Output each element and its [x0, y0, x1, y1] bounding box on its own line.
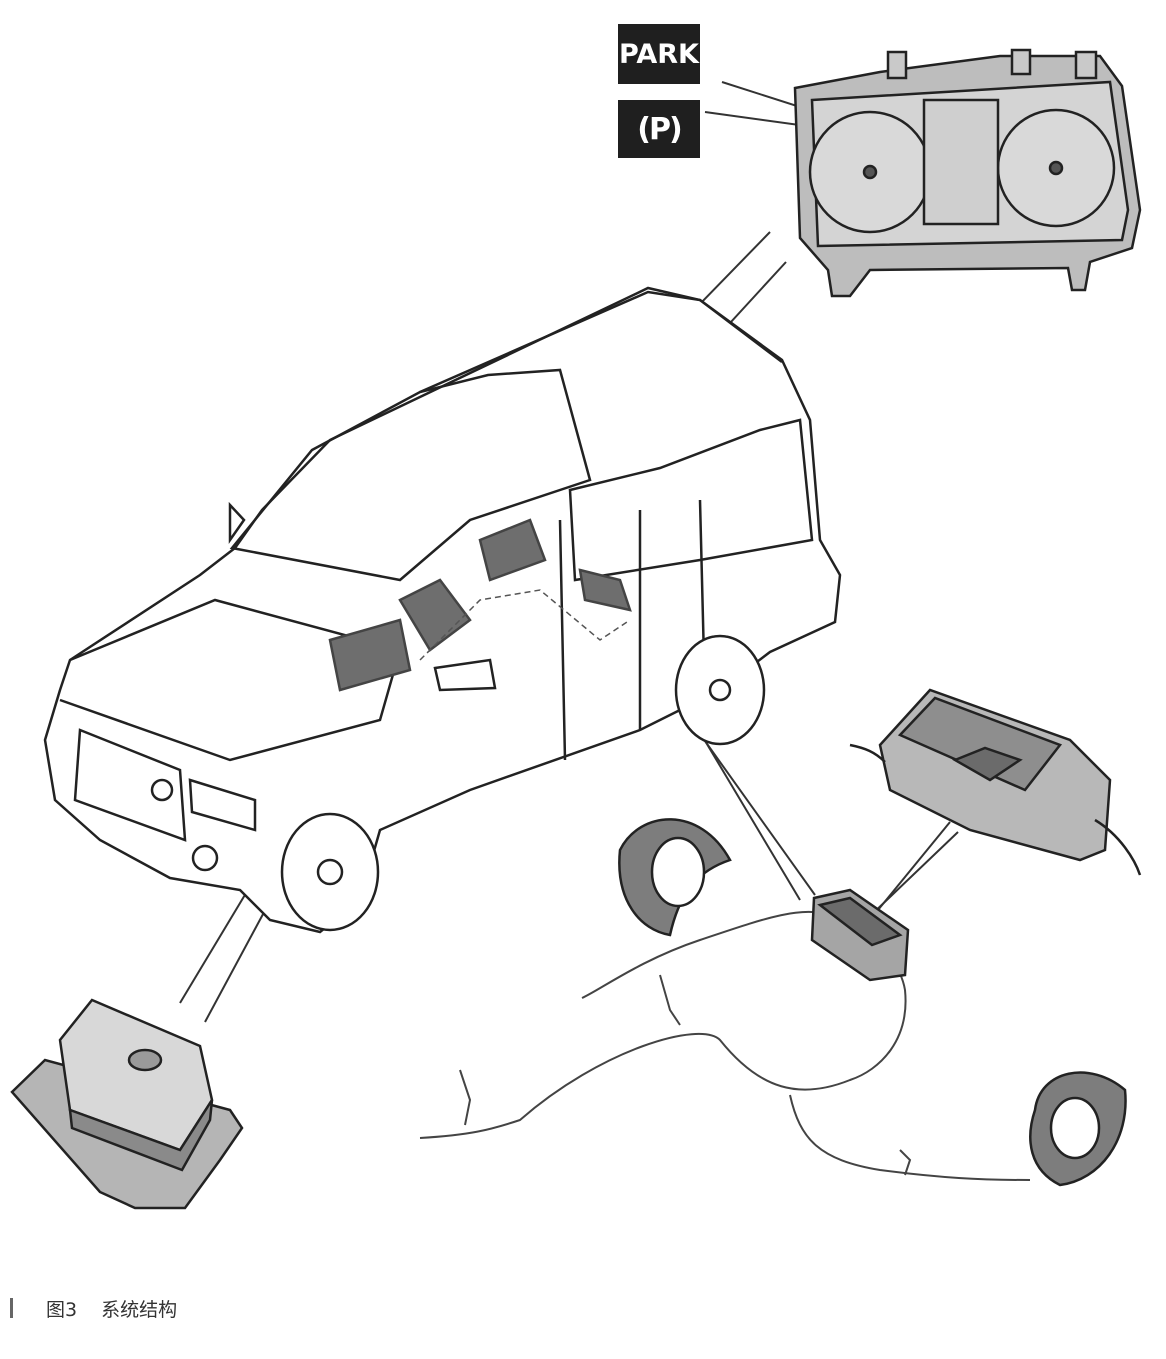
epb-switch: [10, 998, 244, 1210]
figure-caption: 图3 系统结构: [10, 1293, 177, 1323]
caption-bar: [10, 1298, 13, 1318]
epb-module: [810, 888, 910, 982]
figure-title: 系统结构: [101, 1298, 178, 1321]
figure-number: 图3: [46, 1298, 78, 1321]
vehicle: [43, 286, 842, 934]
wiring-harness: [419, 910, 1031, 1181]
instrument-cluster: [793, 48, 1142, 298]
brake-symbol-indicator: (P): [618, 100, 700, 158]
internal-components: [328, 518, 632, 692]
vehicle-bonnet: [59, 598, 402, 762]
brake-disc-shields: [618, 818, 1127, 1187]
vehicle-roof-edge: [419, 290, 783, 394]
vehicle-headlight: [188, 778, 257, 832]
park-warning-indicator: PARK: [618, 24, 700, 84]
mirror: [433, 658, 497, 692]
vehicle-windscreen: [229, 368, 592, 582]
parking-brake-icon: (P): [637, 111, 682, 147]
epb-module-detail: [849, 688, 1142, 876]
vehicle-grille: [73, 728, 187, 842]
